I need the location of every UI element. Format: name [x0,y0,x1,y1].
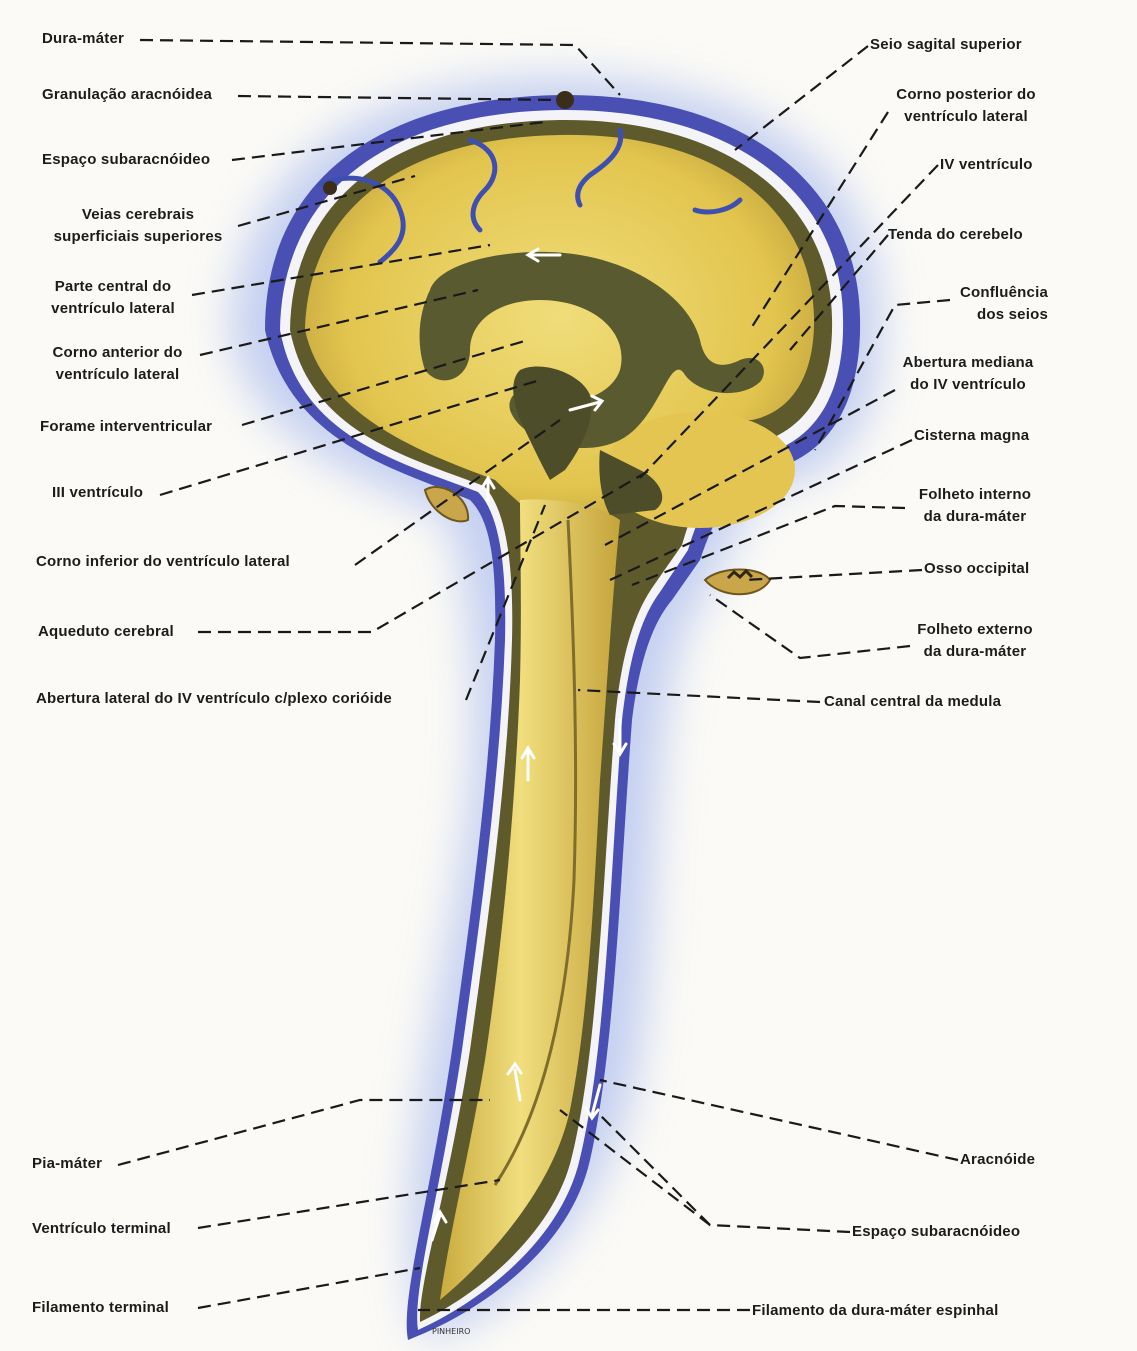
artist-signature: PINHEIRO [432,1327,470,1336]
